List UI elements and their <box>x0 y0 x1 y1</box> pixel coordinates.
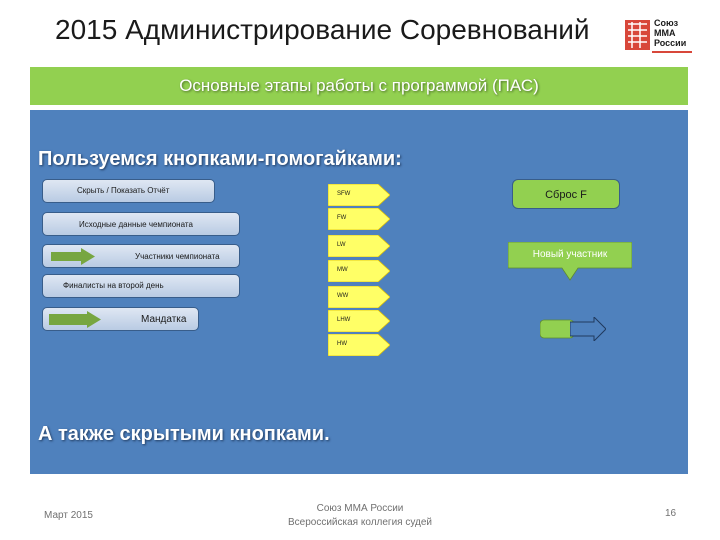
reset-f-button[interactable]: Сброс F <box>512 179 620 209</box>
slide-title: 2015 Администрирование Соревнований <box>55 14 590 45</box>
new-participant-button[interactable]: Новый участник <box>508 242 632 282</box>
weight-class-mw-button[interactable]: MW <box>328 260 390 282</box>
weight-class-lw-button[interactable]: LW <box>328 235 390 257</box>
footer-organization: Союз ММА России Всероссийская коллегия с… <box>287 503 432 528</box>
chevron-arrow-icon <box>328 208 390 230</box>
chevron-arrow-icon <box>328 260 390 282</box>
toggle-report-button[interactable]: Скрыть / Показать Отчёт <box>42 179 215 203</box>
weight-class-lhw-button[interactable]: LHW <box>328 310 390 332</box>
weight-class-sfw-button[interactable]: SFW <box>328 184 390 206</box>
blue-right-arrow-icon <box>569 315 607 343</box>
helper-buttons-heading: Пользуемся кнопками-помогайками: <box>38 148 402 170</box>
chevron-arrow-icon <box>328 286 390 308</box>
weight-class-fw-button[interactable]: FW <box>328 208 390 230</box>
logo-emblem-icon <box>622 14 694 56</box>
green-arrow-icon <box>49 311 101 328</box>
footer-date: Март 2015 <box>44 510 93 521</box>
mandatka-button[interactable]: Мандатка <box>42 307 199 331</box>
weight-class-ww-button[interactable]: WW <box>328 286 390 308</box>
source-data-button[interactable]: Исходные данные чемпионата <box>42 212 240 236</box>
section-banner: Основные этапы работы с программой (ПАС) <box>30 67 688 105</box>
chevron-arrow-icon <box>328 310 390 332</box>
callout-shape-icon <box>508 242 632 281</box>
forward-arrow-button[interactable] <box>569 315 607 343</box>
finalists-second-day-button[interactable]: Финалисты на второй день <box>42 274 240 298</box>
chevron-arrow-icon <box>328 235 390 257</box>
mma-russia-logo: Союз ММА России <box>622 14 694 56</box>
logo-text: Союз ММА России <box>654 18 687 48</box>
chevron-arrow-icon <box>328 334 390 356</box>
chevron-arrow-icon <box>328 184 390 206</box>
hidden-buttons-heading: А также скрытыми кнопками. <box>38 423 330 445</box>
green-arrow-icon <box>51 248 95 265</box>
weight-class-hw-button[interactable]: HW <box>328 334 390 356</box>
participants-button[interactable]: Участники чемпионата <box>42 244 240 268</box>
page-number: 16 <box>665 508 677 519</box>
